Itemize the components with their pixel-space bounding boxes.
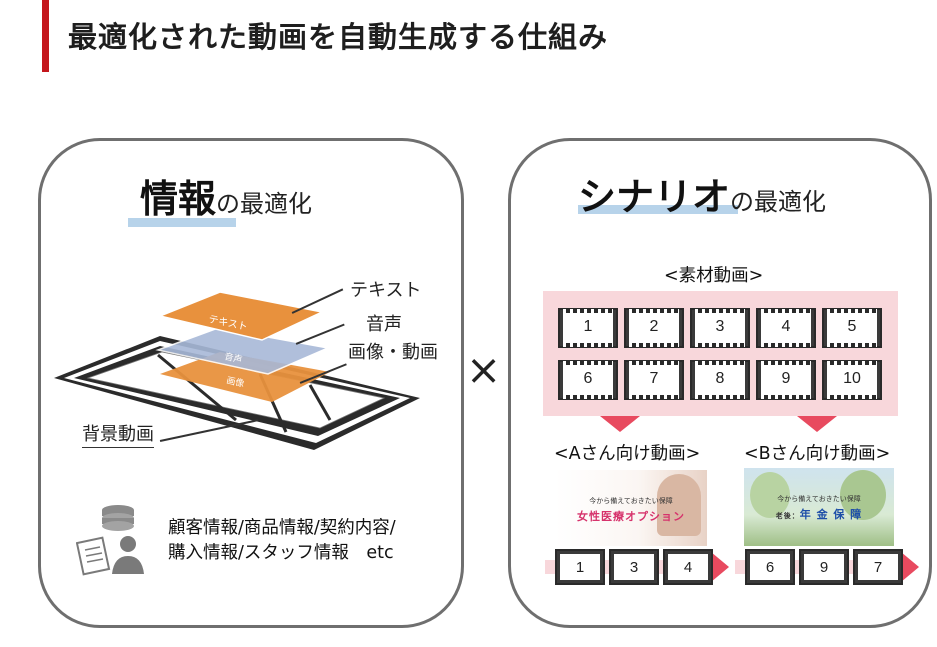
a-video-thumbnail: 今から備えておきたい保障 女性医療オプション xyxy=(555,470,707,546)
image-layer-label: 画像 xyxy=(225,374,245,389)
info-heading: 情報の最適化 xyxy=(140,168,312,223)
clip-number: 1 xyxy=(575,559,585,576)
info-heading-main: 情報 xyxy=(140,177,217,221)
info-sources-icon xyxy=(76,505,144,576)
clip-number: 3 xyxy=(629,559,639,576)
a-thumbnail-title: 女性医療オプション xyxy=(577,510,685,523)
sequence-clip: 7 xyxy=(853,549,903,585)
sequence-clip: 1 xyxy=(555,549,605,585)
clip-number: 7 xyxy=(649,370,659,387)
a-sequence-arrow-icon xyxy=(711,552,729,582)
sequence-clip: 3 xyxy=(609,549,659,585)
page-title: 最適化された動画を自動生成する仕組み xyxy=(68,20,609,54)
clip-number: 6 xyxy=(583,370,593,387)
clip-number: 4 xyxy=(781,318,791,335)
tree-icon xyxy=(840,470,886,520)
info-heading-sub: の最適化 xyxy=(216,190,313,218)
audio-layer-label: 音声 xyxy=(223,350,243,365)
material-clip: 2 xyxy=(624,308,684,348)
clip-number: 1 xyxy=(583,318,593,335)
clip-number: 10 xyxy=(843,370,861,387)
clip-number: 3 xyxy=(715,318,725,335)
clip-number: 5 xyxy=(847,318,857,335)
scenario-heading-main: シナリオ xyxy=(578,175,731,219)
image-video-layer-caption: 画像・動画 xyxy=(348,342,438,363)
b-sequence-arrow-icon xyxy=(901,552,919,582)
times-symbol: × xyxy=(466,345,502,394)
material-clip: 10 xyxy=(822,360,882,400)
b-thumbnail-main: 年 金 保 障 xyxy=(799,508,863,521)
clip-number: 8 xyxy=(715,370,725,387)
clip-number: 9 xyxy=(819,559,829,576)
audio-layer-caption: 音声 xyxy=(366,314,402,335)
material-clip: 9 xyxy=(756,360,816,400)
material-videos-caption: <素材動画> xyxy=(664,266,764,286)
document-icon xyxy=(76,536,111,576)
scenario-heading: シナリオの最適化 xyxy=(578,166,826,221)
scenario-heading-sub: の最適化 xyxy=(730,188,827,216)
a-thumbnail-subtitle: 今から備えておきたい保障 xyxy=(589,497,673,505)
info-line-1: 顧客情報/商品情報/契約内容/ xyxy=(168,518,396,538)
material-clip: 3 xyxy=(690,308,750,348)
b-thumbnail-subtitle: 今から備えておきたい保障 xyxy=(777,495,861,503)
text-layer-caption: テキスト xyxy=(350,280,422,301)
a-video-caption: <Aさん向け動画> xyxy=(554,444,701,464)
text-layer xyxy=(157,291,325,341)
material-clip: 4 xyxy=(756,308,816,348)
tree-icon xyxy=(750,472,790,518)
sequence-clip: 6 xyxy=(745,549,795,585)
background-video-caption: 背景動画 xyxy=(82,420,154,448)
title-accent-bar xyxy=(42,0,49,72)
layer-diagram: 画像 音声 テキスト xyxy=(54,291,420,450)
b-thumbnail-prefix: 老後： xyxy=(775,512,800,520)
clip-number: 9 xyxy=(781,370,791,387)
b-thumbnail-title: 老後：年 金 保 障 xyxy=(744,506,894,522)
clip-number: 6 xyxy=(765,559,775,576)
audio-layer xyxy=(155,327,331,375)
person-icon xyxy=(112,536,144,574)
arrow-down-b-icon xyxy=(797,416,837,432)
clip-number: 7 xyxy=(873,559,883,576)
clip-number: 4 xyxy=(683,559,693,576)
material-clip: 7 xyxy=(624,360,684,400)
info-line-2: 購入情報/スタッフ情報 etc xyxy=(168,543,394,563)
sequence-clip: 9 xyxy=(799,549,849,585)
scenario-heading-underline xyxy=(578,205,738,214)
material-clip: 6 xyxy=(558,360,618,400)
clip-number: 2 xyxy=(649,318,659,335)
b-video-thumbnail: 今から備えておきたい保障 老後：年 金 保 障 xyxy=(744,468,894,546)
b-video-caption: <Bさん向け動画> xyxy=(744,444,891,464)
material-clip: 5 xyxy=(822,308,882,348)
person-icon xyxy=(657,474,701,536)
material-clip: 8 xyxy=(690,360,750,400)
info-heading-underline xyxy=(128,218,236,227)
info-sources-text: 顧客情報/商品情報/契約内容/ 購入情報/スタッフ情報 etc xyxy=(168,516,396,566)
database-icon xyxy=(102,505,134,531)
arrow-down-a-icon xyxy=(600,416,640,432)
sequence-clip: 4 xyxy=(663,549,713,585)
material-clip: 1 xyxy=(558,308,618,348)
